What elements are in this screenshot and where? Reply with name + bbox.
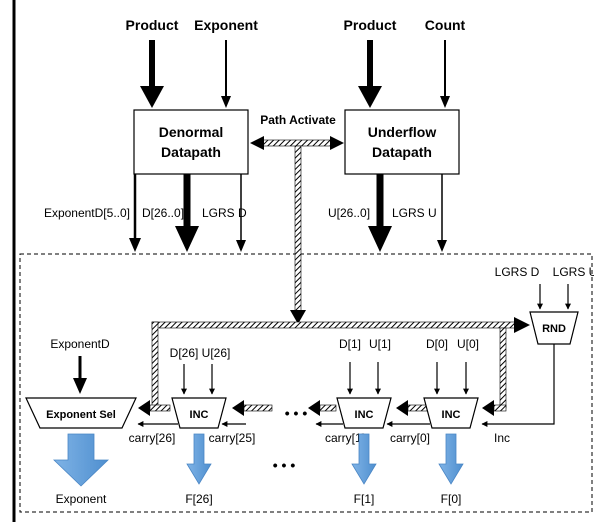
- lgrs-u-label: LGRS U: [392, 206, 437, 220]
- exponent-arrow: [221, 40, 231, 108]
- ellipsis-top: • • •: [285, 405, 308, 421]
- inc0-d-label: D[0]: [426, 337, 448, 351]
- inc26-u-label: U[26]: [202, 346, 231, 360]
- rnd-lgrs-u-label: LGRS U: [553, 265, 594, 279]
- u-bus-label: U[26..0]: [328, 206, 370, 220]
- lgrs-d-arrow: [236, 174, 246, 252]
- rnd-inc-wire: [481, 344, 555, 427]
- underflow-subtitle: Datapath: [372, 144, 432, 160]
- underflow-title: Underflow: [368, 124, 437, 140]
- inc0-block: INC: [423, 397, 479, 429]
- exponent-d-bus-label: ExponentD[5..0]: [44, 206, 130, 220]
- inc1-carry-in-bus: [396, 400, 429, 416]
- product-right-label: Product: [344, 17, 397, 33]
- inc1-title: INC: [355, 409, 374, 421]
- denormal-datapath-box: Denormal Datapath: [133, 109, 249, 175]
- increment-region-border: [19, 253, 593, 513]
- inc0-carry-in-bus: [482, 400, 507, 416]
- rnd-title: RND: [542, 323, 566, 335]
- f0-label: F[0]: [441, 492, 462, 506]
- inc26-block: INC: [171, 397, 227, 429]
- exponent-d-input-arrow: [73, 356, 87, 394]
- exponent-d-bus-arrow: [129, 174, 141, 252]
- exponent-output-label: Exponent: [56, 492, 107, 506]
- lgrs-d-label: LGRS D: [202, 206, 247, 220]
- control-bus: [138, 317, 530, 416]
- inc1-block: INC: [336, 397, 392, 429]
- carry0-label: carry[0]: [390, 431, 430, 445]
- carry26-label: carry[26]: [129, 431, 176, 445]
- exponent-sel-block: Exponent Sel: [25, 397, 137, 429]
- count-arrow: [440, 40, 450, 108]
- f1-output-arrow: [351, 433, 377, 485]
- d-bus-label: D[26..0]: [142, 206, 184, 220]
- d-bus-arrow: [175, 174, 199, 252]
- f26-output-arrow: [186, 433, 212, 485]
- product-right-arrow: [358, 40, 382, 108]
- ellipsis-bottom: • • •: [273, 457, 296, 473]
- path-activate-label: Path Activate: [260, 113, 336, 127]
- exponent-label: Exponent: [194, 17, 258, 33]
- exponent-output-arrow: [53, 433, 109, 487]
- f1-label: F[1]: [354, 492, 375, 506]
- inc26-carry-in-bus: [232, 400, 273, 416]
- inc1-d-label: D[1]: [339, 337, 361, 351]
- inc0-u-label: U[0]: [457, 337, 479, 351]
- carry1-label: carry[1]: [325, 431, 365, 445]
- path-activate-bus: [250, 136, 344, 324]
- f26-label: F[26]: [185, 492, 212, 506]
- inc-label: Inc: [494, 431, 510, 445]
- product-left-label: Product: [126, 17, 179, 33]
- rnd-lgrs-d-label: LGRS D: [495, 265, 540, 279]
- underflow-datapath-box: Underflow Datapath: [344, 109, 460, 175]
- inc1-u-label: U[1]: [369, 337, 391, 351]
- u-bus-arrow: [368, 174, 392, 252]
- inc1-carry-out-bus: [308, 400, 337, 416]
- denormal-subtitle: Datapath: [161, 144, 221, 160]
- carry25-label: carry[25]: [209, 431, 256, 445]
- exponent-d-input-label: ExponentD: [50, 337, 110, 351]
- lgrs-u-arrow: [437, 174, 447, 252]
- rnd-block: RND: [529, 311, 579, 345]
- f0-output-arrow: [438, 433, 464, 485]
- count-label: Count: [425, 17, 466, 33]
- exponent-sel-title: Exponent Sel: [46, 409, 116, 421]
- inc26-title: INC: [190, 409, 209, 421]
- denormal-title: Denormal: [159, 124, 224, 140]
- inc0-title: INC: [442, 409, 461, 421]
- inc26-d-label: D[26]: [170, 346, 199, 360]
- product-left-arrow: [140, 40, 164, 108]
